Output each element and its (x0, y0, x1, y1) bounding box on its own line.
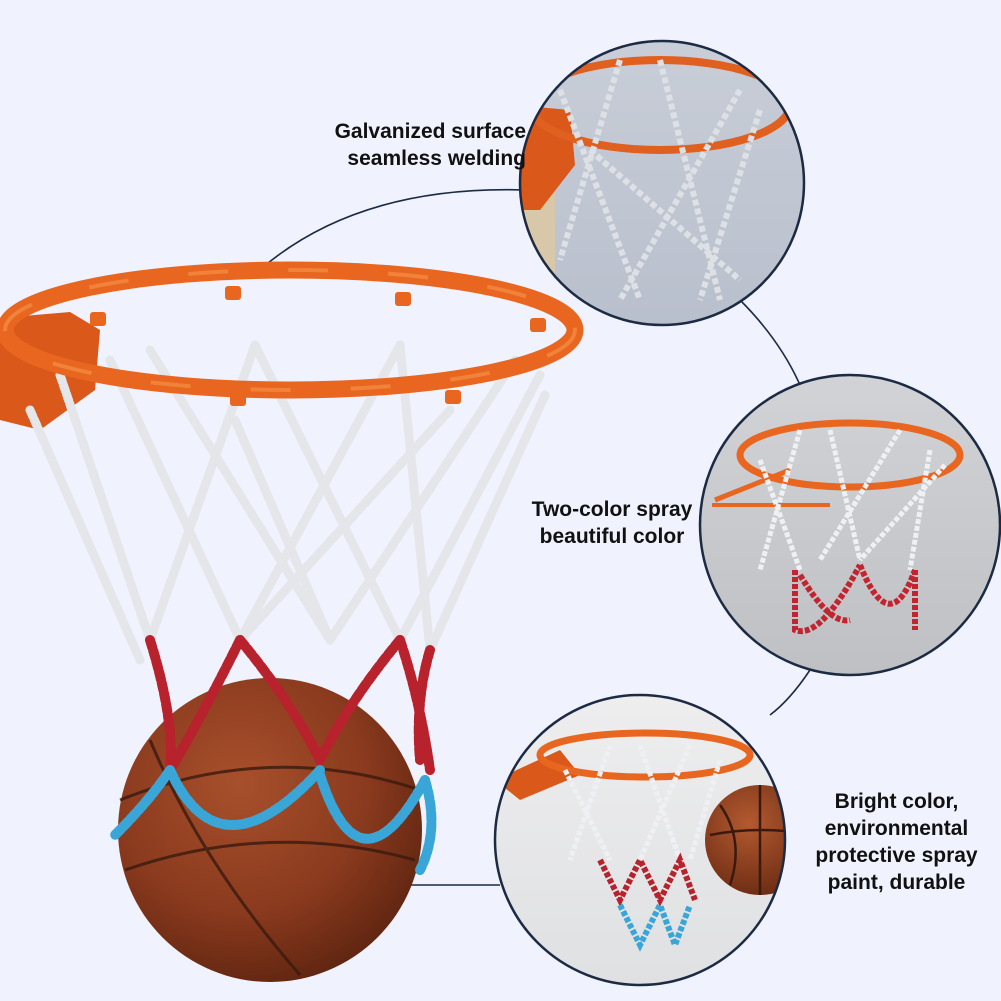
callout-bright-color-line-4: paint, durable (827, 871, 966, 894)
callout-bright-color-line-2: environmental (824, 817, 969, 840)
callout-bright-color-line-1: Bright color, (834, 790, 959, 813)
detail-circle-bright-color (493, 693, 787, 987)
detail-circle-galvanized (518, 39, 806, 327)
callout-galvanized-line-2: seamless welding (347, 147, 526, 170)
main-hoop (0, 261, 584, 982)
callout-two-color-line-2: beautiful color (539, 525, 685, 548)
callout-galvanized: Galvanized surface seamless welding (296, 118, 526, 172)
callout-bright-color: Bright color, environmental protective s… (794, 788, 999, 896)
callout-bright-color-line-3: protective spray (815, 844, 978, 867)
callout-galvanized-line-1: Galvanized surface (334, 120, 526, 143)
connector-lines (261, 188, 811, 886)
callout-two-color: Two-color spray beautiful color (512, 496, 712, 550)
detail-circle-two-color (698, 373, 1001, 677)
callout-two-color-line-1: Two-color spray (531, 498, 693, 521)
